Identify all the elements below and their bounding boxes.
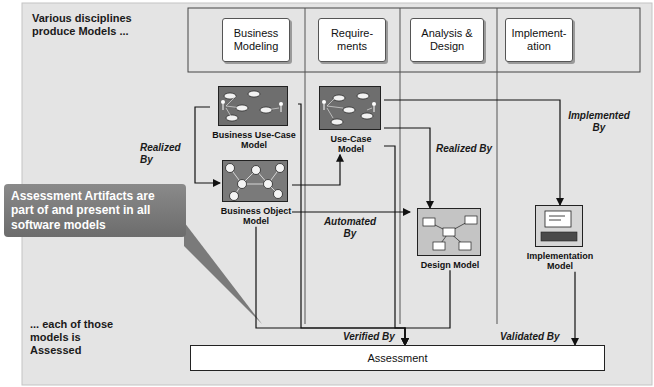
edge-label: Validated By xyxy=(500,331,560,343)
use-case-oval xyxy=(248,91,260,97)
connector-arrow xyxy=(298,104,405,345)
callout-box: Assessment Artifacts are part of and pre… xyxy=(4,184,186,237)
icon-frame xyxy=(536,206,583,247)
assessment-bar: Assessment xyxy=(190,345,605,371)
model-picture xyxy=(319,86,383,132)
actor-head xyxy=(279,102,283,106)
icon-shadow xyxy=(418,209,481,256)
connector-arrow xyxy=(384,128,430,208)
model-name: Business Use-Case Model xyxy=(210,130,298,151)
edge-label: Realized By xyxy=(436,143,492,155)
connector-arrow xyxy=(405,270,450,345)
icon-shadow xyxy=(320,87,381,130)
code-bar xyxy=(541,232,577,241)
class-box xyxy=(465,216,477,224)
use-case-oval xyxy=(357,93,369,99)
association-line xyxy=(226,96,279,118)
column-divider xyxy=(400,8,401,324)
screen-shape xyxy=(545,211,571,227)
model-name: Implementation Model xyxy=(522,251,598,272)
model-icon: Business Object Model xyxy=(220,160,292,227)
use-case-oval xyxy=(343,107,355,113)
object-circle xyxy=(274,190,283,199)
connector-arrow xyxy=(256,227,405,345)
column-divider xyxy=(305,8,306,324)
connector-arrow xyxy=(292,211,410,212)
actor-body xyxy=(281,106,282,112)
class-box xyxy=(459,242,471,250)
edge-label: Implemented By xyxy=(566,110,632,133)
icon-frame xyxy=(418,209,481,256)
class-box xyxy=(423,218,435,226)
column-divider xyxy=(497,8,498,324)
object-circle xyxy=(252,166,261,175)
object-circle xyxy=(226,164,235,173)
connector-arrow xyxy=(384,100,560,205)
model-name: Design Model xyxy=(410,260,490,270)
model-icon: Use-Case Model xyxy=(318,86,384,155)
edge-label: Automated By xyxy=(322,216,378,239)
box-label: Require- ments xyxy=(323,27,381,53)
discipline-box: Business Modeling xyxy=(222,18,290,62)
class-box xyxy=(433,242,445,250)
box-label: Business Modeling xyxy=(227,27,285,53)
connector-arrow xyxy=(384,146,405,345)
discipline-box: Implement- ation xyxy=(505,18,573,62)
screen-lines xyxy=(549,216,565,220)
box-label: Implement- ation xyxy=(510,27,568,53)
icon-shadow xyxy=(223,161,288,202)
association-line xyxy=(327,96,372,118)
actor-body xyxy=(374,106,375,112)
icon-frame xyxy=(320,87,381,130)
callout-text: Assessment Artifacts are part of and pre… xyxy=(11,189,179,232)
connector-arrow xyxy=(574,272,575,345)
actor-body xyxy=(223,104,224,110)
discipline-frame xyxy=(188,8,640,72)
box-label: Analysis & Design xyxy=(415,27,479,53)
discipline-box: Analysis & Design xyxy=(410,18,484,62)
icon-frame xyxy=(223,161,288,202)
connector-arrow xyxy=(195,107,220,183)
actor-head xyxy=(322,100,326,104)
icon-shadow xyxy=(219,87,288,126)
model-picture xyxy=(417,208,483,258)
edge-label: Verified By xyxy=(343,331,395,343)
model-icon: Business Use-Case Model xyxy=(210,86,298,151)
icon-shadow xyxy=(536,206,583,247)
model-picture xyxy=(218,86,290,128)
model-name: Business Object Model xyxy=(220,206,292,227)
connector-arrow xyxy=(292,155,340,185)
box-label: Assessment xyxy=(368,352,428,364)
model-picture xyxy=(222,160,290,204)
actor-head xyxy=(221,100,225,104)
actor-head xyxy=(372,102,376,106)
side-note: ... each of those models is Assessed xyxy=(30,318,130,358)
class-box xyxy=(443,228,455,236)
use-case-oval xyxy=(331,119,343,125)
actor-body xyxy=(324,104,325,110)
object-circle xyxy=(264,180,273,189)
model-icon: Design Model xyxy=(410,208,490,270)
object-circle xyxy=(238,180,247,189)
model-picture xyxy=(535,205,585,249)
object-circle xyxy=(230,192,239,201)
icon-frame xyxy=(219,87,288,126)
edge-label: Realized By xyxy=(140,142,190,165)
discipline-box: Require- ments xyxy=(318,18,386,62)
use-case-oval xyxy=(361,113,373,119)
model-icon: Implementation Model xyxy=(522,205,598,272)
callout-pointer xyxy=(184,222,262,324)
model-name: Use-Case Model xyxy=(318,134,384,155)
object-circle xyxy=(276,164,285,173)
side-note: Various disciplines produce Models ... xyxy=(32,12,142,38)
